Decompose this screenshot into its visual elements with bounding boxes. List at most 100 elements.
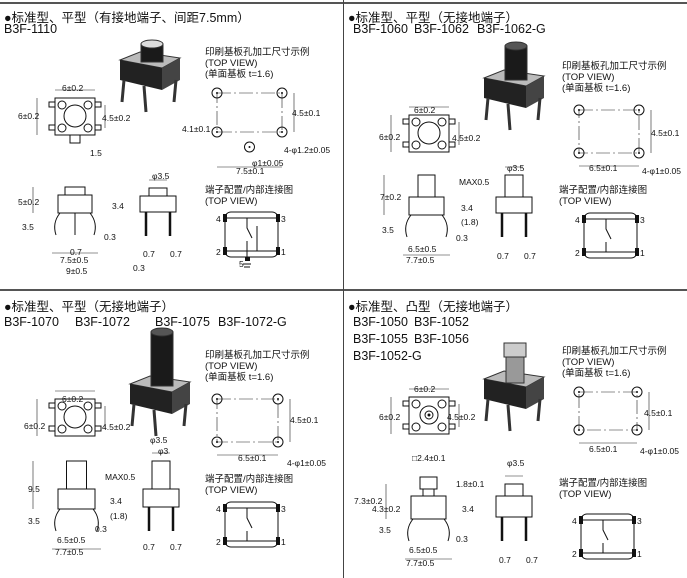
dim-pcb-h: 6.5±0.1: [238, 453, 267, 463]
hole: [272, 393, 284, 405]
corner-post: [83, 401, 93, 411]
dim-side-leg: 3.5: [28, 516, 40, 526]
dim-top-w: 6±0.2: [62, 394, 84, 404]
pcb-title: 印刷基板孔加工尺寸示例: [562, 346, 667, 357]
center-lines: [216, 398, 279, 443]
dim-top-h: 6±0.2: [24, 421, 46, 431]
dim-side-leg: 3.5: [382, 225, 394, 235]
photo-button: [504, 45, 528, 81]
front-button: [148, 187, 168, 197]
dim-side-w1: 0.7: [70, 247, 82, 257]
dim-pcb-h: 7.5±0.1: [236, 166, 265, 176]
corner-post: [57, 424, 67, 434]
button-outline: [417, 121, 441, 145]
terminal-view-label: (TOP VIEW): [205, 485, 258, 496]
front-button: [504, 174, 524, 198]
drawings: [385, 342, 650, 560]
hole-center: [578, 391, 580, 393]
pcb-hole-pattern: [573, 386, 650, 444]
dim-pcb-holes: 4-φ1±0.05: [287, 458, 327, 468]
pin-pad: [635, 215, 639, 223]
photo-leg: [142, 85, 148, 113]
corner-post: [437, 422, 447, 432]
center-lines: [578, 391, 638, 431]
corner-post: [411, 140, 421, 150]
button-outline: [63, 405, 87, 429]
dim-pcb-v: 4.5±0.1: [644, 408, 673, 418]
front-body: [495, 196, 533, 214]
pin-pad: [276, 247, 280, 255]
side-view: [32, 460, 101, 550]
hole-center: [216, 441, 218, 443]
dim-top-h: 6±0.2: [379, 412, 401, 422]
dim-front-t: 0.3: [133, 263, 145, 273]
hole: [573, 386, 585, 398]
dim-front-l: 0.7: [143, 542, 155, 552]
dim-pcb-h: 6.5±0.1: [589, 163, 618, 173]
section-heading: ●标准型、平型（无接地端子）: [4, 300, 175, 314]
front-body: [139, 195, 177, 213]
photo-body: [130, 384, 172, 414]
photo-leg: [484, 398, 490, 422]
front-button: [151, 460, 171, 490]
dim-pcb-gnd: φ1±0.05: [252, 158, 284, 168]
hole-center: [277, 398, 279, 400]
hole-center: [578, 152, 580, 154]
terminal-tab: [402, 141, 410, 148]
button-outline: [63, 104, 87, 128]
side-body: [57, 194, 93, 214]
dim-side-body: 3.4: [462, 504, 474, 514]
pcb-view-label: (TOP VIEW): [205, 58, 258, 69]
dim-pcb-v: 4.5±0.1: [292, 108, 321, 118]
dim-side-h2: 4.3±0.2: [372, 504, 401, 514]
front-view: [495, 475, 533, 541]
photo-leg: [182, 403, 188, 427]
dim-front-d: φ3.5: [507, 163, 525, 173]
dim-front-l: 0.7: [143, 249, 155, 259]
dim-front-d: φ3.5: [150, 435, 168, 445]
hole-center: [216, 398, 218, 400]
side-button: [417, 174, 436, 198]
terminal-tab: [94, 425, 102, 432]
dim-top-pitch: 4.5±0.2: [447, 412, 476, 422]
switch-outline: [583, 212, 638, 259]
corner-post: [437, 399, 447, 409]
pcb-title: 印刷基板孔加工尺寸示例: [562, 61, 667, 72]
dim-top-h: 6±0.2: [18, 111, 40, 121]
pin-label-2: 2: [216, 537, 221, 547]
section-heading: ●标准型、平型（有接地端子、间距7.5mm）: [4, 11, 250, 25]
hole: [211, 126, 223, 138]
pin-pad: [276, 537, 280, 545]
dim-side-w3: 7.7±0.5: [406, 255, 435, 265]
pin-pad: [579, 549, 583, 557]
hole: [276, 87, 288, 99]
button-center: [424, 410, 434, 420]
pin-pad: [579, 516, 583, 524]
corner-post: [83, 123, 93, 133]
dim-pcb-v2: 4.1±0.1: [182, 124, 211, 134]
drawings: [32, 39, 295, 268]
button-outline: [419, 405, 439, 425]
photo-leg: [152, 409, 158, 437]
corner-post: [57, 123, 67, 133]
pin-pad: [223, 247, 227, 255]
pin-label-4: 4: [216, 214, 221, 224]
pcb-hole-pattern: [573, 104, 652, 167]
corner-post: [57, 401, 67, 411]
pin-label-3: 3: [281, 504, 286, 514]
dim-top-w: 6±0.2: [414, 384, 436, 394]
dim-front-r: 0.7: [170, 542, 182, 552]
pin-pad: [635, 248, 639, 256]
pcb-hole-pattern: [211, 393, 291, 456]
side-leg: [405, 214, 412, 238]
terminal-diagram: [223, 211, 280, 268]
terminal-tab: [48, 101, 56, 108]
photo-leg: [536, 97, 542, 121]
side-leg: [89, 212, 96, 236]
dim-side-max: MAX0.5: [105, 472, 136, 482]
dim-pcb-holes: 4-φ1±0.05: [642, 166, 682, 176]
terminal-tab: [448, 141, 456, 148]
front-view: [142, 452, 180, 531]
pin-label-3: 3: [281, 214, 286, 224]
